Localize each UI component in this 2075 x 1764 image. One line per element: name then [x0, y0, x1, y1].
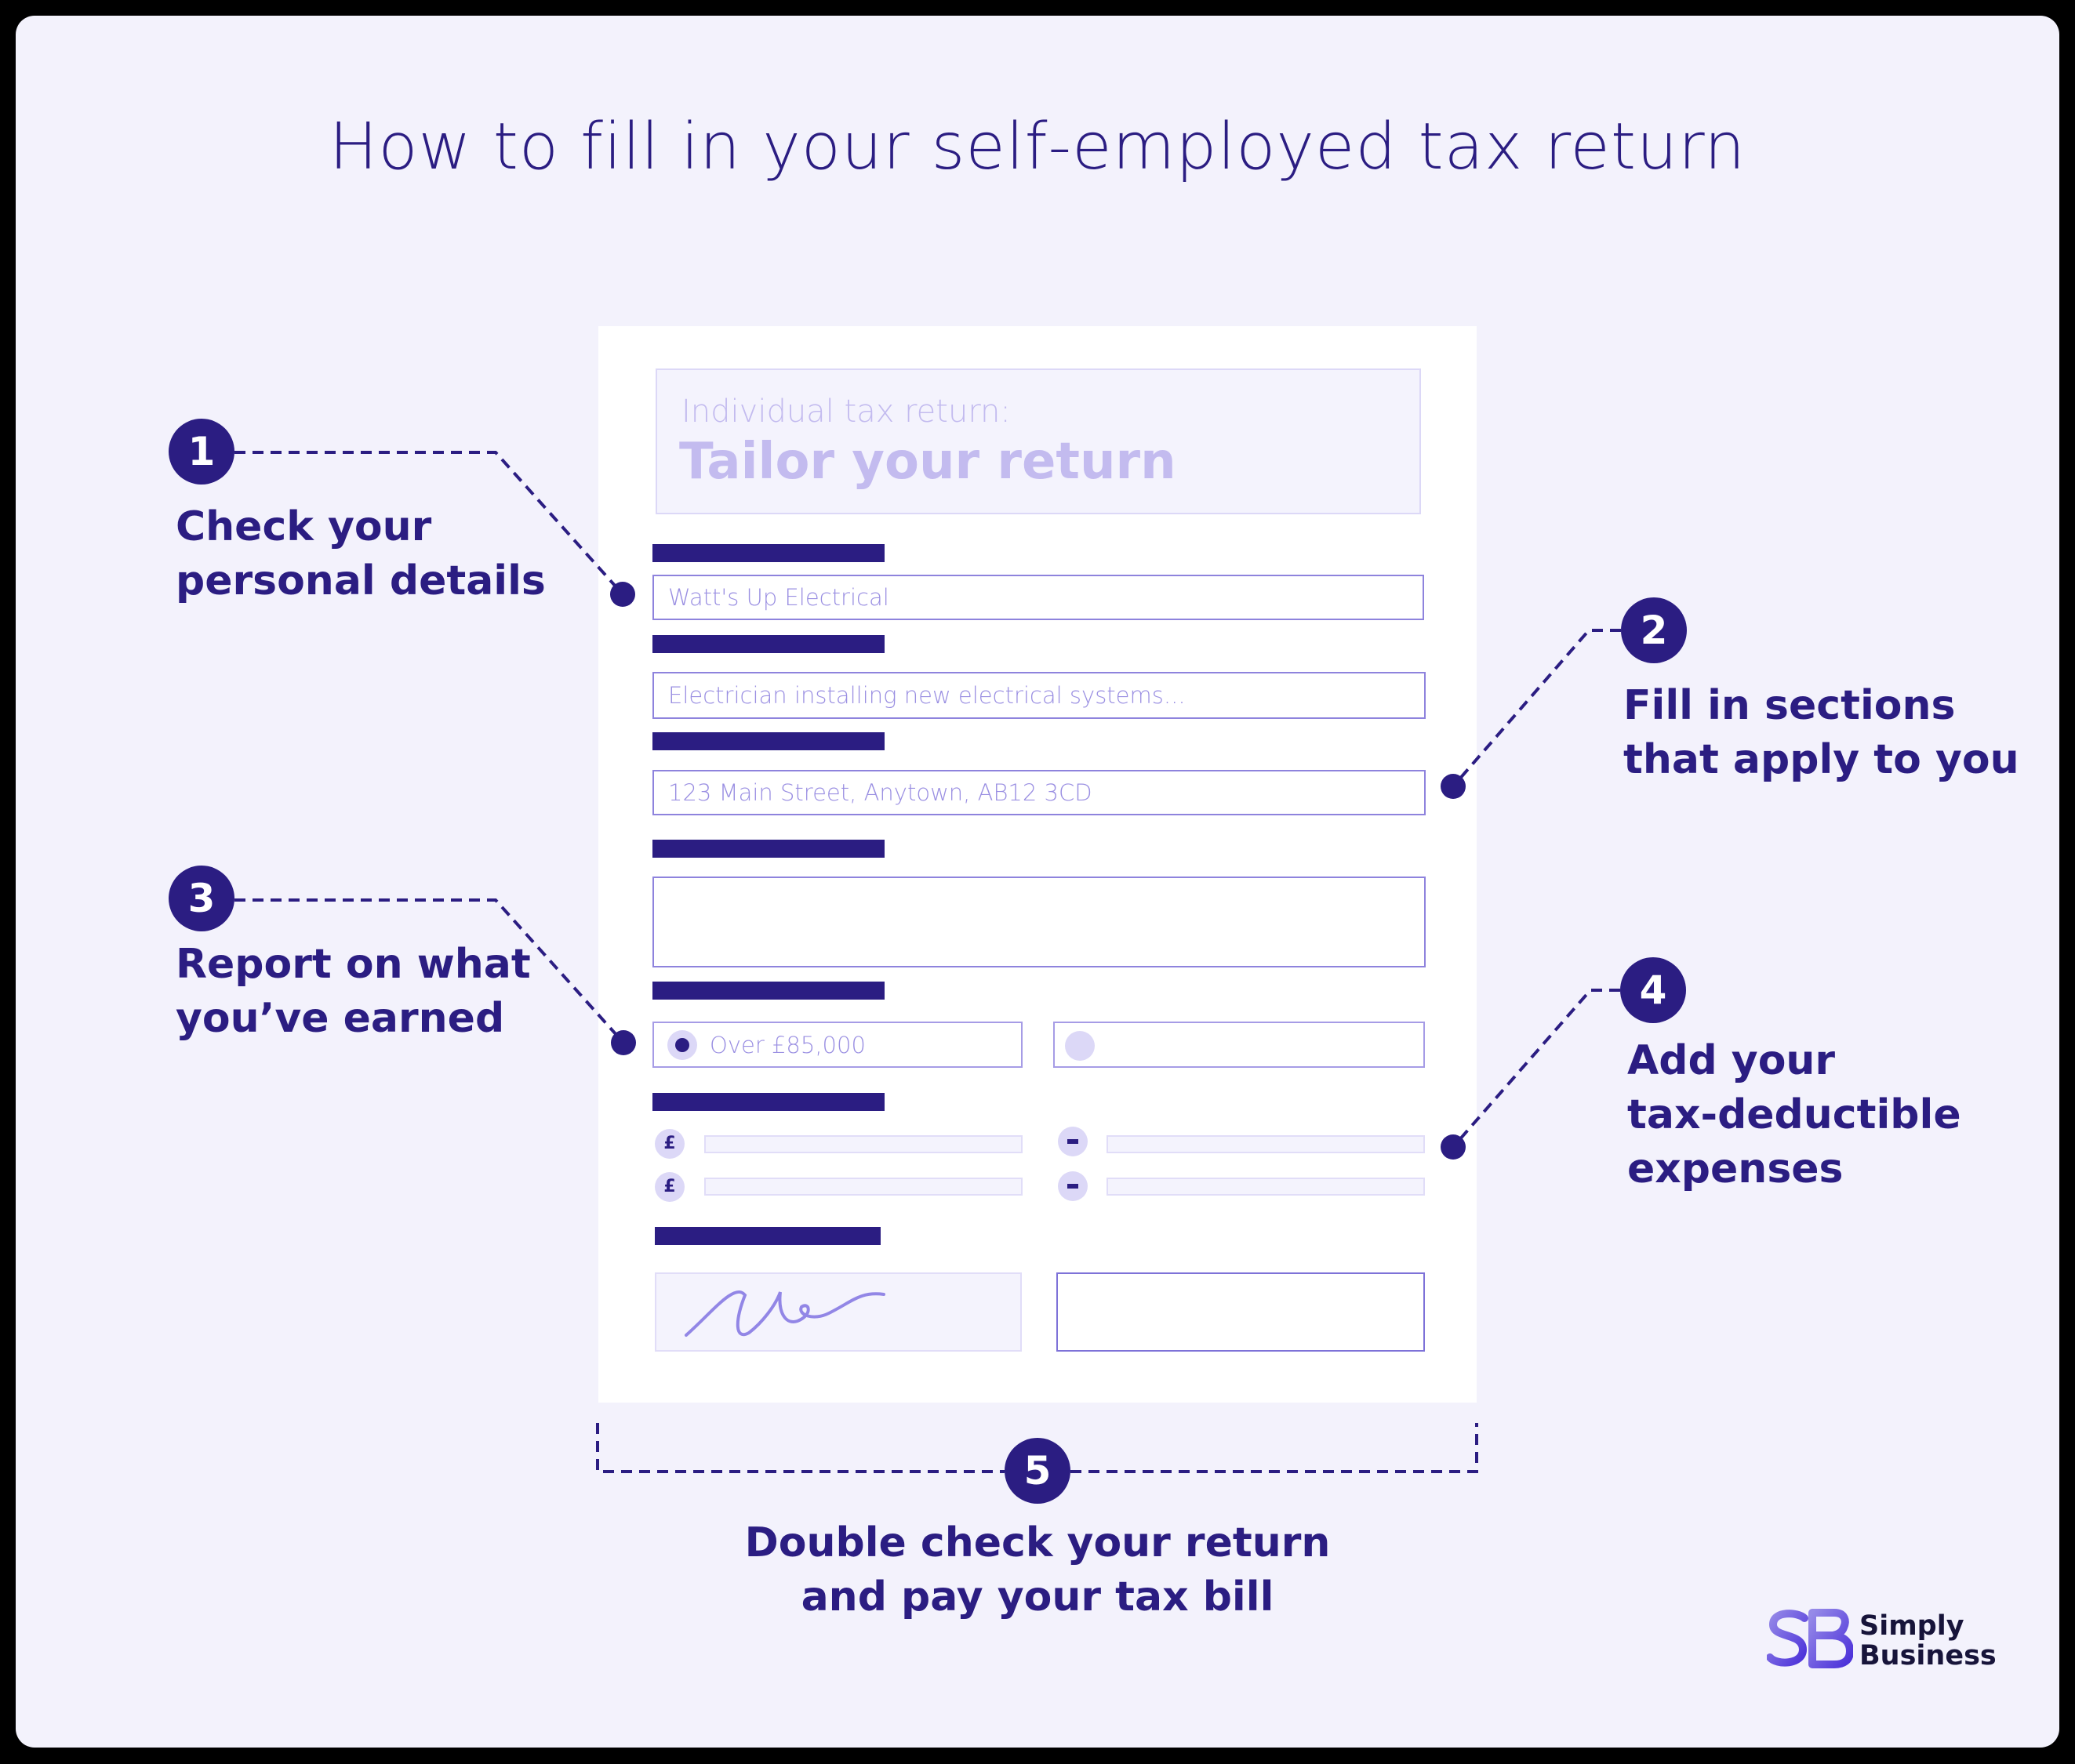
field-label-bar [652, 635, 885, 653]
step-1-badge: 1 [169, 419, 234, 485]
address-field[interactable]: 123 Main Street, Anytown, AB12 3CD [652, 770, 1426, 815]
step-5-badge: 5 [1005, 1438, 1070, 1504]
turnover-option-other[interactable] [1053, 1022, 1425, 1068]
page-title: How to fill in your self-employed tax re… [329, 110, 1746, 184]
income-amount-field[interactable] [704, 1178, 1023, 1196]
radio-dot [675, 1038, 689, 1052]
step-2-label: Fill in sections that apply to you [1623, 679, 2019, 787]
step-3-line-2: you’ve earned [176, 995, 505, 1042]
business-description-field[interactable]: Electrician installing new electrical sy… [652, 672, 1426, 719]
turnover-option-over[interactable]: Over £85,000 [652, 1022, 1023, 1068]
step-4-label: Add your tax-deductible expenses [1627, 1034, 1961, 1196]
field-label-bar [655, 1227, 881, 1245]
address-value: 123 Main Street, Anytown, AB12 3CD [668, 779, 1092, 806]
simply-business-logo-icon [1767, 1609, 1853, 1668]
step-2-line-2: that apply to you [1623, 736, 2019, 783]
expense-amount-field[interactable] [1107, 1135, 1425, 1153]
field-label-bar [652, 544, 885, 562]
anchor-dot [1441, 1134, 1466, 1160]
brand-name-line-1: Simply [1859, 1610, 1964, 1642]
field-label-bar [652, 1093, 885, 1111]
field-label-bar [652, 982, 885, 1000]
business-name-value: Watt's Up Electrical [668, 584, 889, 611]
minus-icon [1058, 1171, 1088, 1201]
step-3-line-1: Report on what [176, 941, 531, 988]
step-4-badge: 4 [1620, 957, 1686, 1023]
field-label-bar [652, 840, 885, 858]
signature-icon [685, 1290, 885, 1337]
anchor-dot [611, 1030, 636, 1055]
step-2-line-1: Fill in sections [1623, 682, 1956, 729]
minus-icon [1058, 1127, 1088, 1156]
brand-name: Simply Business [1859, 1611, 1997, 1671]
step-5-label: Double check your return and pay your ta… [645, 1516, 1430, 1624]
business-name-field[interactable]: Watt's Up Electrical [652, 575, 1424, 620]
step-1-line-1: Check your [176, 503, 432, 550]
anchor-dot [610, 582, 635, 607]
step-1-line-2: personal details [176, 557, 546, 604]
field-label-bar [652, 732, 885, 750]
income-amount-field[interactable] [704, 1135, 1023, 1153]
signature-box[interactable] [655, 1272, 1022, 1352]
turnover-option-label: Over £85,000 [710, 1031, 866, 1058]
pound-icon: £ [655, 1129, 685, 1159]
date-field[interactable] [1056, 1272, 1425, 1352]
brand-name-line-2: Business [1859, 1640, 1997, 1671]
form-header-subtitle: Individual tax return: [681, 394, 1011, 430]
notes-textarea[interactable] [652, 877, 1426, 967]
step-4-line-1: Add your [1627, 1037, 1836, 1084]
anchor-dot [1441, 774, 1466, 799]
radio-selected-icon[interactable] [667, 1030, 697, 1060]
step-5-line-2: and pay your tax bill [801, 1573, 1274, 1621]
step-5-line-1: Double check your return [744, 1519, 1331, 1566]
form-header-box [656, 368, 1421, 514]
step-4-line-2: tax-deductible [1627, 1091, 1961, 1138]
pound-icon: £ [655, 1172, 685, 1202]
step-4-line-3: expenses [1627, 1145, 1844, 1192]
expense-amount-field[interactable] [1107, 1178, 1425, 1196]
step-2-badge: 2 [1621, 597, 1687, 663]
step-3-label: Report on what you’ve earned [176, 938, 531, 1046]
business-description-value: Electrician installing new electrical sy… [668, 682, 1186, 709]
step-3-badge: 3 [169, 866, 234, 931]
form-header-title: Tailor your return [679, 433, 1176, 491]
step-1-label: Check your personal details [176, 500, 546, 608]
radio-unselected-icon[interactable] [1065, 1031, 1095, 1061]
